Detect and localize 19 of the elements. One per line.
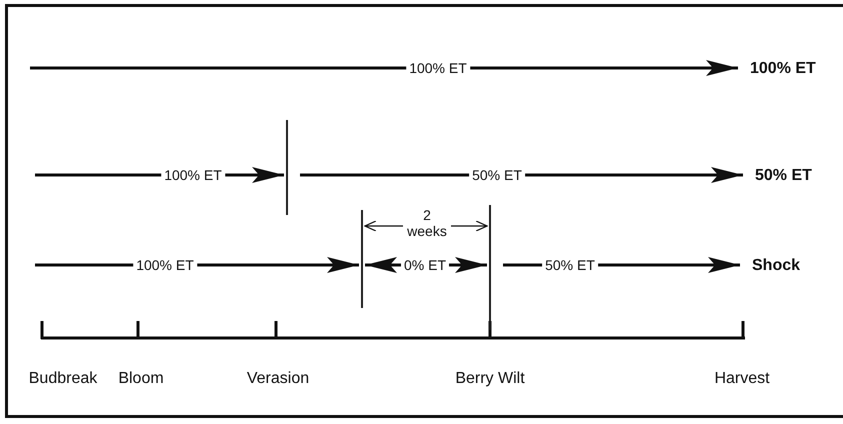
edge-label: 0% ET bbox=[401, 257, 449, 273]
edge-label: 50% ET bbox=[469, 167, 525, 183]
edge-label: 100% ET bbox=[161, 167, 225, 183]
edge-label: 100% ET bbox=[133, 257, 197, 273]
stage-label: Bloom bbox=[117, 370, 165, 388]
treatment-label: Shock bbox=[752, 255, 800, 277]
marker-line bbox=[286, 120, 288, 215]
marker-line bbox=[489, 205, 491, 330]
stage-label: Verasion bbox=[246, 370, 310, 388]
stage-label: Harvest bbox=[713, 370, 771, 388]
marker-line bbox=[361, 210, 363, 308]
duration-label: 2 weeks bbox=[406, 207, 448, 240]
stage-label: Budbreak bbox=[28, 370, 98, 388]
arrow bbox=[30, 60, 738, 76]
edge-label: 100% ET bbox=[406, 60, 470, 76]
edge-label: 50% ET bbox=[542, 257, 598, 273]
treatment-label: 100% ET bbox=[750, 58, 816, 80]
stage-label: Berry Wilt bbox=[454, 370, 526, 388]
treatment-label: 50% ET bbox=[755, 165, 812, 187]
